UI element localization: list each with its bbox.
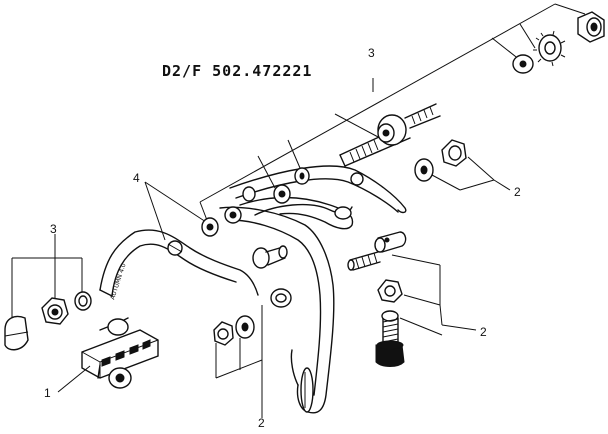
brake-shoe-assembly bbox=[81, 317, 159, 389]
acorn-cap-nut bbox=[4, 315, 29, 351]
callout-2-upper-leaders bbox=[431, 156, 511, 191]
diagram-title: D2/F 502.472221 bbox=[162, 62, 312, 80]
flat-washer-right bbox=[414, 158, 434, 182]
callout-3-left: 3 bbox=[50, 222, 57, 236]
callout-3-top-leaders bbox=[199, 3, 586, 229]
callout-2-lower: 2 bbox=[480, 325, 487, 339]
spacer-washers-rear bbox=[242, 167, 310, 204]
cable-clamp-nut bbox=[377, 279, 403, 303]
caliper-yoke-bracket bbox=[239, 196, 354, 230]
washer-left bbox=[74, 291, 92, 311]
callout-2-lower-leaders bbox=[391, 254, 477, 336]
hex-nut-left bbox=[41, 297, 69, 325]
lower-washer-set bbox=[213, 288, 292, 346]
caliper-arm-center bbox=[219, 206, 335, 414]
socket-cap-screw bbox=[375, 310, 405, 367]
callout-1: 1 bbox=[44, 386, 51, 400]
spring-arm-rear bbox=[229, 165, 407, 216]
callout-4-leaders bbox=[144, 181, 207, 241]
hex-nut-top-right bbox=[577, 11, 605, 43]
callout-1-leader bbox=[57, 365, 91, 393]
washer-callout-4 bbox=[201, 217, 219, 237]
flat-washer-top bbox=[512, 54, 534, 74]
callout-2-upper: 2 bbox=[514, 185, 521, 199]
callout-3-top: 3 bbox=[368, 46, 375, 60]
center-stud bbox=[252, 245, 288, 269]
cable-anchor-bolt bbox=[347, 231, 407, 271]
callout-2-bottom: 2 bbox=[258, 416, 265, 429]
arm-stamp-text: AUTUMN 4.0 bbox=[109, 262, 127, 300]
star-lock-washer bbox=[533, 30, 566, 67]
caliper-arm-front bbox=[99, 229, 259, 297]
pivot-bolt bbox=[339, 103, 441, 167]
hex-nut-right bbox=[441, 139, 467, 167]
callout-4: 4 bbox=[133, 171, 140, 185]
